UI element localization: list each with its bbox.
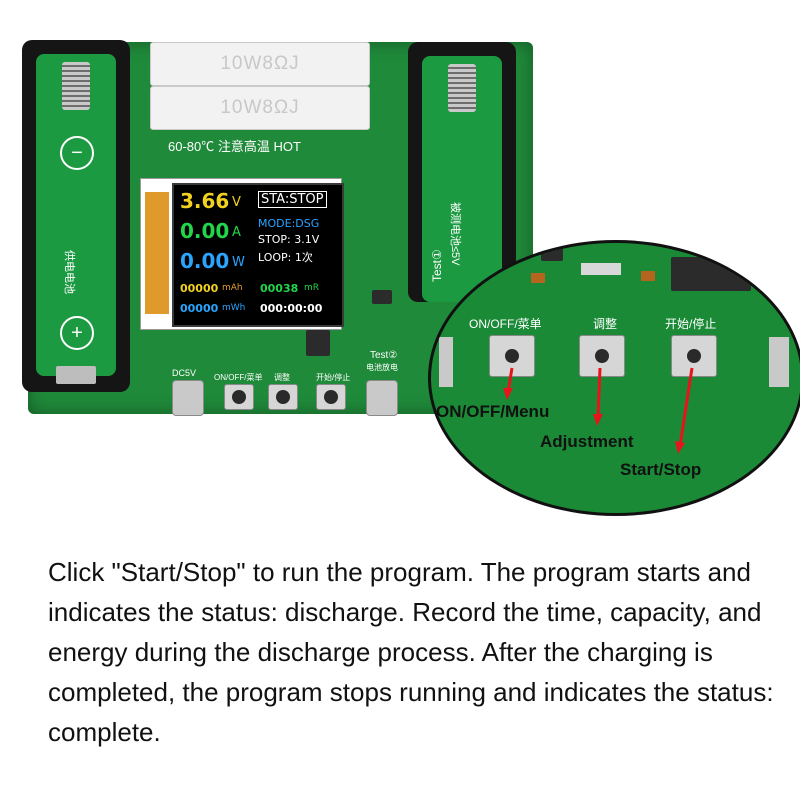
adjustment-button[interactable]	[268, 384, 298, 410]
stop-text: STOP: 3.1V	[258, 233, 320, 246]
plate-contact	[56, 366, 96, 384]
dc5v-label: DC5V	[172, 368, 197, 378]
mr-unit: mR	[304, 283, 320, 293]
arrow-label-startstop: Start/Stop	[620, 460, 702, 479]
btn-label-adjust: 调整	[274, 373, 290, 382]
ic-chip	[306, 330, 330, 356]
arrow-startstop	[678, 367, 694, 447]
start-stop-button[interactable]	[316, 384, 346, 410]
test2-cn-label: 电池放电	[366, 363, 398, 372]
mode-text: MODE:DSG	[258, 217, 320, 230]
mwh-value: 00000	[180, 302, 219, 315]
resistor-bottom: 10W8ΩJ	[150, 86, 370, 130]
zoom-usb-left	[439, 337, 453, 387]
status-box: STA:STOP	[258, 191, 327, 208]
resistor-top: 10W8ΩJ	[150, 42, 370, 86]
loop-text: LOOP: 1次	[258, 251, 313, 264]
ic-chip	[372, 290, 392, 304]
voltage-value: 3.66	[180, 189, 230, 213]
ic-chip	[541, 245, 563, 261]
arrow-label-onoff: ON/OFF/Menu	[436, 402, 550, 421]
zoom-startstop-button[interactable]	[671, 335, 717, 377]
btn-label-startstop: 开始/停止	[316, 373, 351, 382]
mah-value: 00000	[180, 282, 219, 295]
resistor-small	[581, 263, 621, 275]
plus-symbol: +	[60, 316, 94, 350]
zoom-label-startstop: 开始/停止	[665, 317, 717, 331]
time-value: 000:00:00	[260, 302, 323, 315]
zoom-usb-right	[769, 337, 789, 387]
description-text: Click "Start/Stop" to run the program. T…	[48, 557, 774, 747]
minus-symbol: −	[60, 136, 94, 170]
lcd-ribbon	[145, 192, 169, 314]
mr-value: 00038	[260, 282, 299, 295]
arrow-label-adjust: Adjustment	[540, 432, 634, 451]
power-unit: W	[232, 255, 245, 270]
mwh-unit: mWh	[222, 303, 246, 313]
zoom-label-onoff: ON/OFF/菜单	[469, 317, 542, 331]
power-value: 0.00	[180, 249, 230, 273]
voltage-unit: V	[232, 195, 241, 210]
cap-small	[531, 273, 545, 283]
spring-contact	[62, 62, 90, 110]
test2-label: Test②	[370, 350, 398, 361]
current-unit: A	[232, 225, 241, 240]
ic-chip	[671, 257, 751, 291]
onoff-menu-button[interactable]	[224, 384, 254, 410]
arrow-adjust	[596, 367, 602, 419]
left-battery-holder: − + Power supply battery 供电电池	[8, 40, 130, 392]
usb-c-test-port	[366, 380, 398, 416]
mah-unit: mAh	[222, 283, 243, 293]
lcd-screen: 3.66 V STA:STOP 0.00 A MODE:DSG STOP: 3.…	[172, 183, 344, 327]
spring-contact	[448, 64, 476, 112]
cap-small	[641, 271, 655, 281]
btn-label-onoff: ON/OFF/菜单	[214, 373, 263, 382]
zoom-callout: ON/OFF/菜单 调整 开始/停止	[428, 240, 800, 516]
zoom-adjust-button[interactable]	[579, 335, 625, 377]
zoom-label-adjust: 调整	[593, 317, 618, 331]
usb-c-power-port	[172, 380, 204, 416]
right-battery-holder: Test① 被测电池≤5V	[408, 42, 516, 302]
current-value: 0.00	[180, 219, 230, 243]
temperature-warning: 60-80℃ 注意高温 HOT	[168, 139, 301, 154]
